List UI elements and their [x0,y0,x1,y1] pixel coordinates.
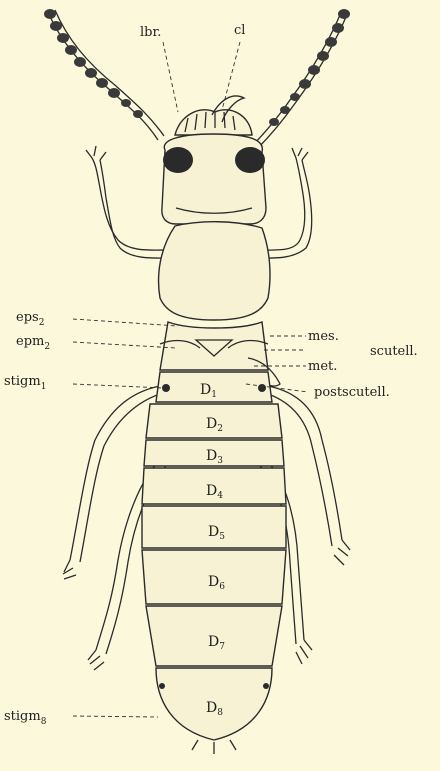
label-scutell: scutell. [370,344,418,359]
label-lbr: lbr. [140,25,161,40]
label-stigm1: stigm1 [4,374,46,392]
label-met: met. [308,359,337,374]
left-eye [163,147,193,173]
label-epm: epm2 [16,334,50,352]
label-postscutell: postscutell. [314,385,390,400]
label-mes: mes. [308,329,339,344]
label-stigm8: stigm8 [4,709,47,727]
pronotum [159,222,270,320]
mouthparts [175,96,252,135]
right-antenna [250,9,350,150]
label-eps: eps2 [16,310,44,328]
right-eye [235,147,265,173]
label-cl: cl [234,23,245,38]
